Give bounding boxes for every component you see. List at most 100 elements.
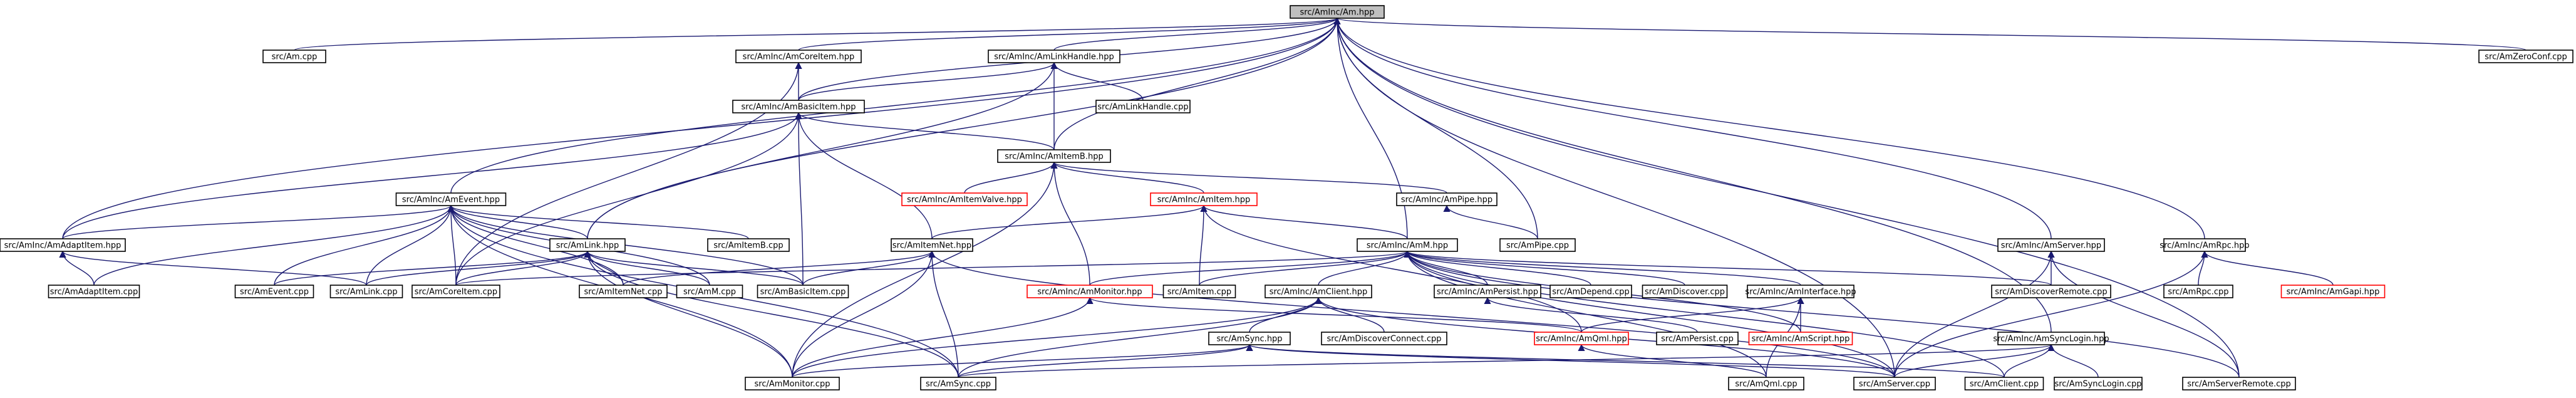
node-synclogin-cpp[interactable]: src/AmSyncLogin.cpp xyxy=(2054,377,2143,390)
dependency-edge xyxy=(1199,250,1411,286)
dependency-edge xyxy=(1484,296,1698,333)
node-itemnet-hpp[interactable]: src/AmItemNet.hpp xyxy=(891,238,973,252)
dependency-edge xyxy=(584,250,959,378)
node-itemnet-cpp[interactable]: src/AmItemNet.cpp xyxy=(579,285,668,298)
dependency-edge xyxy=(623,250,936,286)
node-am-cpp[interactable]: src/Am.cpp xyxy=(262,50,326,63)
node-item-cpp[interactable]: src/AmItem.cpp xyxy=(1162,285,1236,298)
node-label: src/AmLink.cpp xyxy=(335,288,397,297)
dependency-edge xyxy=(62,112,802,239)
node-persist-cpp[interactable]: src/AmPersist.cpp xyxy=(1656,332,1739,345)
node-event-cpp[interactable]: src/AmEvent.cpp xyxy=(234,285,314,298)
node-link-cpp[interactable]: src/AmLink.cpp xyxy=(329,285,403,298)
node-label: src/AmInc/AmMonitor.hpp xyxy=(1037,288,1142,297)
node-box xyxy=(891,238,973,252)
dependency-edge xyxy=(1246,343,1895,378)
dependency-edge xyxy=(584,250,804,286)
node-box xyxy=(1991,285,2111,298)
node-amm-hpp[interactable]: src/AmInc/AmM.hpp xyxy=(1357,238,1458,252)
node-serverremote-cpp[interactable]: src/AmServerRemote.cpp xyxy=(2182,377,2296,390)
node-rpc-cpp[interactable]: src/AmRpc.cpp xyxy=(2163,285,2233,298)
node-zeroconf-cpp[interactable]: src/AmZeroConf.cpp xyxy=(2478,50,2573,63)
dependency-edge xyxy=(2047,343,2099,378)
dependency-edge xyxy=(1894,343,2055,378)
node-discoverconnect-cpp[interactable]: src/AmDiscoverConnect.cpp xyxy=(1321,332,1447,345)
dependency-edge xyxy=(1050,161,1090,286)
node-depend-cpp[interactable]: src/AmDepend.cpp xyxy=(1549,285,1632,298)
dependency-edge xyxy=(928,250,1895,378)
node-label: src/AmInc/AmGapi.hpp xyxy=(2287,288,2380,297)
node-box xyxy=(2478,50,2573,63)
node-am-hpp[interactable]: src/AmInc/Am.hpp xyxy=(1290,5,1385,19)
node-rpc-hpp[interactable]: src/AmInc/AmRpc.hpp xyxy=(2160,238,2250,252)
node-box xyxy=(1964,377,2044,390)
node-box xyxy=(735,50,862,63)
node-script-hpp[interactable]: src/AmInc/AmScript.hpp xyxy=(1748,332,1853,345)
dependency-edge xyxy=(1050,61,1144,101)
node-qml-cpp[interactable]: src/AmQml.cpp xyxy=(1728,377,1804,390)
node-label: src/AmInc/AmBasicItem.hpp xyxy=(742,103,856,112)
node-discover-cpp[interactable]: src/AmDiscover.cpp xyxy=(1642,285,1728,298)
dependency-edge xyxy=(447,204,749,239)
node-box xyxy=(1095,100,1191,113)
node-interface-hpp[interactable]: src/AmInc/AmInterface.hpp xyxy=(1745,285,1856,298)
node-corelem-hpp[interactable]: src/AmInc/AmCoreItem.hpp xyxy=(735,50,862,63)
node-amm-cpp[interactable]: src/AmM.cpp xyxy=(676,285,743,298)
node-box xyxy=(1434,285,1541,298)
dependency-edge xyxy=(1894,250,2208,378)
dependency-edge xyxy=(958,343,1253,378)
dependency-edge xyxy=(931,204,1208,239)
node-label: src/AmInc/AmAdaptItem.hpp xyxy=(4,241,122,251)
node-box xyxy=(1549,285,1632,298)
dependency-edge xyxy=(59,250,367,286)
node-coreitem-cpp[interactable]: src/AmCoreItem.cpp xyxy=(411,285,500,298)
node-box xyxy=(48,285,140,298)
node-monitor-cpp[interactable]: src/AmMonitor.cpp xyxy=(745,377,840,390)
node-box xyxy=(1290,5,1385,19)
node-server-cpp[interactable]: src/AmServer.cpp xyxy=(1853,377,1936,390)
node-basicitem-cpp[interactable]: src/AmBasicItem.cpp xyxy=(757,285,849,298)
node-itemb-hpp[interactable]: src/AmInc/AmItemB.hpp xyxy=(997,149,1111,163)
dependency-edge xyxy=(1334,17,2527,51)
node-label: src/AmClient.cpp xyxy=(1970,380,2039,389)
node-item-hpp[interactable]: src/AmInc/AmItem.hpp xyxy=(1150,192,1258,206)
node-client-hpp[interactable]: src/AmInc/AmClient.hpp xyxy=(1265,285,1372,298)
node-itemb-cpp[interactable]: src/AmItemB.cpp xyxy=(707,238,790,252)
node-adaptitem-hpp[interactable]: src/AmInc/AmAdaptItem.hpp xyxy=(0,238,126,252)
node-event-hpp[interactable]: src/AmInc/AmEvent.hpp xyxy=(395,192,507,206)
node-itemvalve-hpp[interactable]: src/AmInc/AmItemValve.hpp xyxy=(901,192,1028,206)
node-client-cpp[interactable]: src/AmClient.cpp xyxy=(1964,377,2044,390)
dependency-edge xyxy=(1404,250,1801,286)
node-pipe-hpp[interactable]: src/AmInc/AmPipe.hpp xyxy=(1396,192,1497,206)
node-sync-hpp[interactable]: src/AmSync.hpp xyxy=(1208,332,1291,345)
node-basicitem-hpp[interactable]: src/AmInc/AmBasicItem.hpp xyxy=(732,100,865,113)
node-linkhandle-cpp[interactable]: src/AmLinkHandle.cpp xyxy=(1095,100,1191,113)
node-box xyxy=(1747,285,1854,298)
node-label: src/AmMonitor.cpp xyxy=(755,380,830,389)
dependency-edge xyxy=(792,296,1322,378)
dependency-edge xyxy=(59,250,95,286)
node-qml-hpp[interactable]: src/AmInc/AmQml.hpp xyxy=(1534,332,1629,345)
node-synclogin-hpp[interactable]: src/AmInc/AmSyncLogin.hpp xyxy=(1993,332,2109,345)
node-box xyxy=(1499,238,1576,252)
node-link-hpp[interactable]: src/AmLink.hpp xyxy=(549,238,626,252)
node-persist-hpp[interactable]: src/AmInc/AmPersist.hpp xyxy=(1434,285,1541,298)
node-label: src/AmDiscoverRemote.cpp xyxy=(1995,288,2107,297)
node-sync-cpp[interactable]: src/AmSync.cpp xyxy=(920,377,996,390)
node-label: src/AmInc/AmItem.hpp xyxy=(1157,196,1251,205)
node-gapi-hpp[interactable]: src/AmInc/AmGapi.hpp xyxy=(2280,285,2386,298)
dependency-edge xyxy=(792,250,936,378)
dependency-edge xyxy=(294,17,1340,51)
node-label: src/AmLinkHandle.cpp xyxy=(1097,103,1188,112)
node-monitor-hpp[interactable]: src/AmInc/AmMonitor.hpp xyxy=(1027,285,1153,298)
node-discoverremote-cpp[interactable]: src/AmDiscoverRemote.cpp xyxy=(1991,285,2111,298)
node-linkhandle-hpp[interactable]: src/AmInc/AmLinkHandle.hpp xyxy=(988,50,1120,63)
dependency-edge xyxy=(447,204,457,286)
node-box xyxy=(1321,332,1447,345)
node-label: src/AmInc/AmSyncLogin.hpp xyxy=(1993,335,2109,344)
node-server-hpp[interactable]: src/AmInc/AmServer.hpp xyxy=(1997,238,2105,252)
node-adaptitem-cpp[interactable]: src/AmAdaptItem.cpp xyxy=(48,285,140,298)
node-pipe-cpp[interactable]: src/AmPipe.cpp xyxy=(1499,238,1576,252)
dependency-edge xyxy=(1404,250,2052,286)
node-box xyxy=(1642,285,1728,298)
